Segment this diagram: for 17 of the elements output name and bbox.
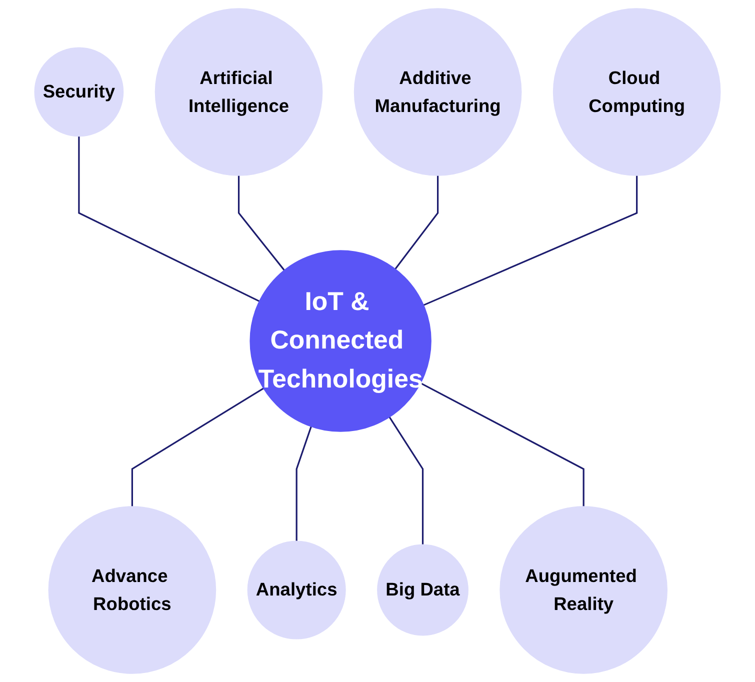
connector (423, 175, 638, 306)
node-circle: Advance Robotics (48, 506, 216, 674)
connector (420, 382, 584, 507)
connector (238, 175, 285, 271)
connector (78, 136, 260, 302)
node-circle: Artificial Intelligence (154, 8, 323, 176)
node-circle: Augumented Reality (500, 506, 668, 674)
connector (296, 426, 312, 542)
node-circle: Security (34, 47, 124, 137)
node-circle: Additive Manufacturing (354, 8, 522, 176)
connector (388, 416, 424, 545)
node-circle: Analytics (247, 540, 346, 640)
connector (131, 388, 264, 507)
node-circle: Big Data (377, 544, 468, 636)
node-circle: IoT & Connected Technologies (250, 250, 432, 432)
node-circle: Cloud Computing (552, 8, 721, 176)
connector (394, 175, 439, 270)
